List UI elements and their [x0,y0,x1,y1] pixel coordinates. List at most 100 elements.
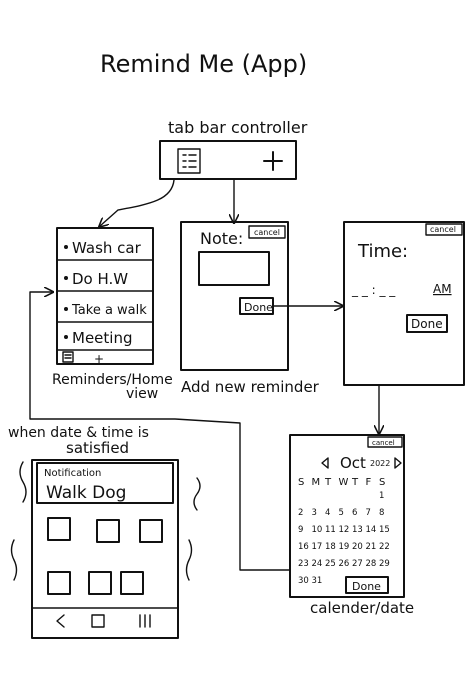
calendar-day[interactable]: 27 [352,559,363,569]
calendar-day[interactable]: 11 [325,525,336,535]
home-icon[interactable] [91,614,105,628]
notification-caption: when date & time is [8,425,149,441]
notification-body: Walk Dog [46,483,126,503]
add-done-label: Done [244,301,273,314]
note-label: Note: [200,229,243,248]
calendar-day[interactable]: 25 [325,559,336,569]
arrow-loop-to-reminders [29,292,290,571]
app-icon[interactable] [96,519,120,543]
svg-text:Meeting: Meeting [72,329,132,347]
calendar-day[interactable]: 21 [366,542,377,552]
time-cancel-label: cancel [430,225,456,234]
calendar-day[interactable]: 16 [298,542,309,552]
page-title: Remind Me (App) [100,50,307,78]
time-label: Time: [357,241,408,262]
weekday-label: T [324,477,332,488]
calendar-cancel-label: cancel [372,439,395,447]
reminder-item[interactable]: Meeting [64,329,132,347]
calendar-day[interactable]: 17 [312,542,323,552]
calendar-day[interactable]: 29 [379,559,390,569]
weekday-label: S [298,477,304,488]
calendar-day[interactable]: 3 [312,508,317,518]
calendar-done-label: Done [352,580,381,593]
add-reminder-screen [180,221,289,371]
calendar-day[interactable]: 13 [352,525,363,535]
tab-bar-box [159,140,297,180]
weekday-label: F [366,477,372,488]
calendar-day[interactable]: 19 [339,542,350,552]
app-icon[interactable] [47,571,71,595]
list-icon[interactable] [177,148,201,174]
add-cancel-button[interactable] [248,225,286,239]
calendar-day[interactable]: 31 [312,576,323,586]
time-done-button[interactable] [406,314,448,333]
calendar-month: Oct [340,454,366,472]
calendar-day[interactable]: 15 [379,525,390,535]
add-icon[interactable] [263,151,283,171]
arrow-to-reminders [100,179,175,226]
calendar-screen [289,434,405,598]
add-cancel-label: cancel [254,228,280,237]
reminder-item[interactable]: Wash car [64,239,142,257]
app-icon[interactable] [47,517,71,541]
reminder-item[interactable]: Do H.W [64,270,128,288]
next-month-icon[interactable] [394,457,402,469]
time-screen [343,221,465,386]
calendar-day[interactable]: 9 [298,525,303,535]
recents-icon[interactable] [139,614,151,628]
calendar-day[interactable]: 12 [339,525,350,535]
calendar-day[interactable]: 14 [366,525,377,535]
calendar-day[interactable]: 7 [366,508,371,518]
notification-header: Notification [44,468,101,479]
calendar-day[interactable]: 24 [312,559,323,569]
add-caption: Add new reminder [181,378,320,396]
reminders-list-icon[interactable] [62,351,74,363]
reminders-caption-view: view [126,386,158,402]
reminders-caption: Reminders/Home [52,372,173,388]
app-icon[interactable] [139,519,163,543]
calendar-caption: calender/date [310,599,414,617]
notification-banner[interactable] [36,462,174,504]
reminder-item[interactable]: Take a walk [64,303,147,318]
svg-text:Wash car: Wash car [72,239,142,257]
weekday-label: T [351,477,359,488]
calendar-day[interactable]: 18 [325,542,336,552]
weekday-label: S [379,477,385,488]
calendar-day[interactable]: 10 [312,525,323,535]
weekday-label: W [339,477,349,488]
calendar-day[interactable]: 23 [298,559,309,569]
note-input[interactable] [198,251,270,286]
decorative-brackets [10,461,201,581]
phone-screen [31,459,179,639]
reminders-add-icon[interactable]: + [94,352,104,366]
calendar-day[interactable]: 30 [298,576,309,586]
app-icon[interactable] [120,571,144,595]
calendar-day[interactable]: 1 [379,491,384,501]
prev-month-icon[interactable] [321,457,329,469]
calendar-day[interactable]: 20 [352,542,363,552]
calendar-year: 2022 [370,459,390,468]
calendar-day[interactable]: 6 [352,508,357,518]
reminders-screen [56,227,154,365]
calendar-done-button[interactable] [345,576,389,594]
calendar-day[interactable]: 26 [339,559,350,569]
app-icon[interactable] [88,571,112,595]
svg-text:Do H.W: Do H.W [72,270,128,288]
calendar-day[interactable]: 2 [298,508,303,518]
back-icon[interactable] [56,614,65,628]
time-input[interactable]: _ _ : _ _ [351,283,396,297]
calendar-day[interactable]: 4 [325,508,330,518]
am-toggle[interactable]: AM [433,282,452,296]
add-done-button[interactable] [239,297,274,315]
calendar-day[interactable]: 8 [379,508,384,518]
calendar-day[interactable]: 22 [379,542,390,552]
calendar-cancel-button[interactable] [367,436,403,448]
calendar-day[interactable]: 5 [339,508,344,518]
calendar-day[interactable]: 28 [366,559,377,569]
time-done-label: Done [411,317,443,331]
weekday-label: M [312,477,321,488]
time-cancel-button[interactable] [425,223,463,236]
